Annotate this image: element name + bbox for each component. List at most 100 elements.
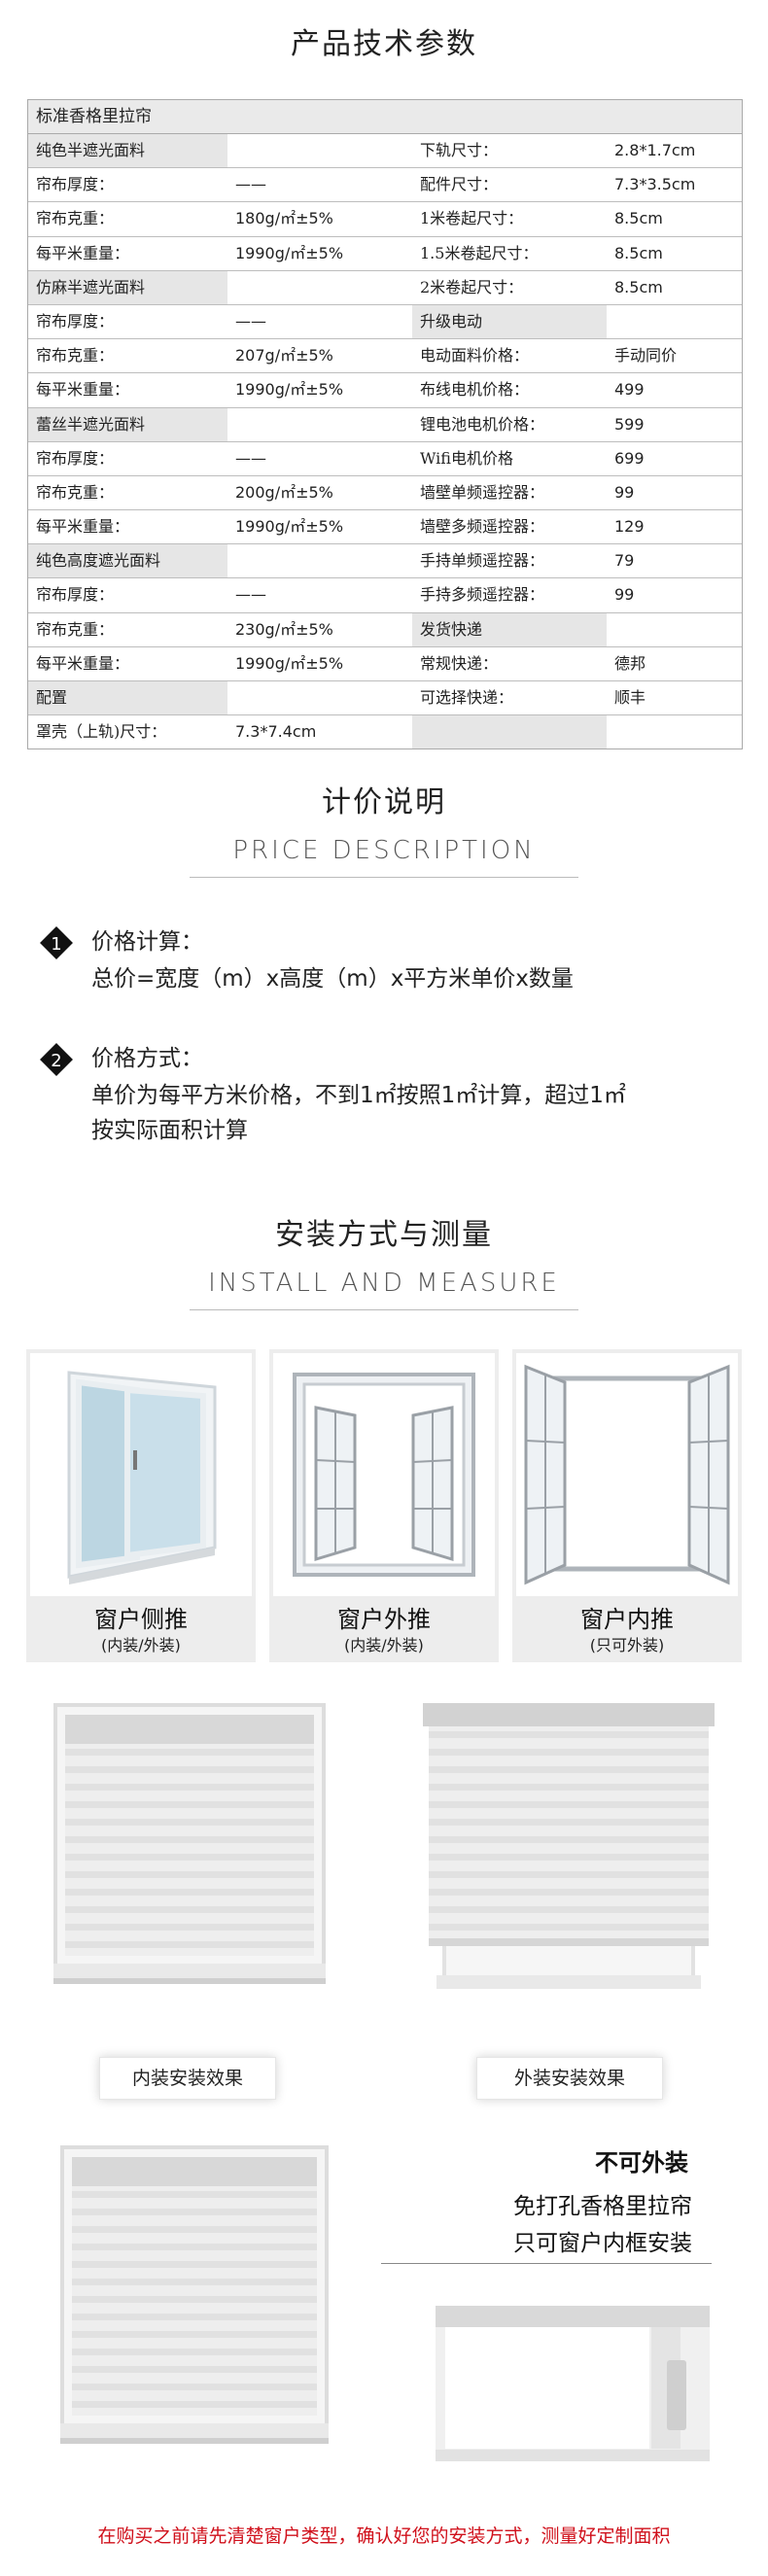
window-card-sub: (内装/外装) xyxy=(101,1636,181,1654)
spec-cell: 可选择快递： xyxy=(420,688,514,707)
number-2-icon: 2 xyxy=(40,1043,73,1076)
window-card-label: 窗户内推 xyxy=(580,1606,674,1633)
spec-cell: 德邦 xyxy=(614,653,646,673)
outward-casement-icon xyxy=(293,1373,475,1577)
spec-cell: 发货快递 xyxy=(412,612,607,646)
spec-cell: —— xyxy=(235,311,266,331)
spec-cell: 2米卷起尺寸： xyxy=(420,277,524,296)
sliding-window-icon xyxy=(67,1371,217,1584)
spec-cell: 帘布厚度： xyxy=(36,448,115,468)
spec-cell: 纯色高度遮光面料 xyxy=(28,544,227,578)
spec-cell: 帘布厚度： xyxy=(36,585,115,605)
outside-mount-photo xyxy=(423,1703,715,1989)
inward-casement-icon xyxy=(524,1364,730,1585)
spec-cell: 1.5米卷起尺寸： xyxy=(420,243,539,262)
inside-mount-photo xyxy=(53,1703,326,1984)
spec-row: 帘布厚度： —— 配件尺寸： 7.3*3.5cm xyxy=(28,168,742,203)
outside-mount-label: 外装安装效果 xyxy=(476,2057,663,2100)
number-1-icon: 1 xyxy=(40,926,73,959)
spec-cell: 599 xyxy=(614,414,645,434)
spec-row: 每平米重量： 1990g/㎡±5% 墙壁多频遥控器： 129 xyxy=(28,510,742,545)
spec-cell: 7.3*7.4cm xyxy=(235,722,317,742)
svg-text:2: 2 xyxy=(51,1051,61,1071)
note-divider xyxy=(381,2263,712,2264)
price-title: 计价说明 xyxy=(322,785,446,819)
price-subtitle: PRICE DESCRIPTION xyxy=(232,836,536,865)
spec-cell xyxy=(227,134,412,167)
spec-row: 每平米重量：1990g/㎡±5%常规快递：德邦 xyxy=(28,647,742,681)
spec-cell: 每平米重量： xyxy=(36,380,130,400)
spec-cell: 墙壁多频遥控器： xyxy=(420,517,545,537)
spec-cell: 手动同价 xyxy=(614,346,678,366)
spec-cell: 1990g/㎡±5% xyxy=(235,380,344,400)
spec-row: 帘布克重：207g/㎡±5%电动面料价格：手动同价 xyxy=(28,339,742,374)
spec-cell: 布线电机价格： xyxy=(420,380,530,400)
price-divider xyxy=(190,877,578,878)
price-method-line-1: 单价为每平方米价格，不到1㎡按照1㎡计算，超过1㎡ xyxy=(91,1083,626,1108)
spec-row: 纯色半遮光面料下轨尺寸：2.8*1.7cm xyxy=(28,134,742,169)
window-card-inward: 窗户内推 (只可外装) xyxy=(512,1349,742,1662)
spec-cell: 8.5cm xyxy=(614,243,663,262)
spec-row: 每平米重量：1990g/㎡±5%1.5米卷起尺寸：8.5cm xyxy=(28,237,742,271)
spec-cell xyxy=(412,715,607,749)
price-method-line-2: 按实际面积计算 xyxy=(91,1118,248,1143)
window-card-label: 窗户外推 xyxy=(337,1606,431,1633)
spec-cell: 129 xyxy=(614,517,645,537)
spec-cell xyxy=(607,715,742,748)
spec-cell: 手持单频遥控器： xyxy=(420,551,545,571)
spec-row: 蕾丝半遮光面料锂电池电机价格：599 xyxy=(28,407,742,442)
window-card-outward: 窗户外推 (内装/外装) xyxy=(269,1349,499,1662)
spec-cell: 180g/㎡±5% xyxy=(235,209,333,228)
spec-cell: 帘布克重： xyxy=(36,619,115,639)
spec-cell: 1990g/㎡±5% xyxy=(235,653,344,673)
spec-cell: 79 xyxy=(614,551,635,571)
spec-cell: 1米卷起尺寸： xyxy=(420,209,524,228)
frame-detail-photo xyxy=(436,2306,710,2461)
spec-row: 罩壳（上轨)尺寸：7.3*7.4cm xyxy=(28,715,742,749)
spec-cell: 配件尺寸： xyxy=(420,175,499,194)
spec-cell: 7.3*3.5cm xyxy=(614,175,696,194)
install-subtitle: INSTALL AND MEASURE xyxy=(208,1269,560,1298)
spec-cell: 每平米重量： xyxy=(36,653,130,673)
spec-cell: 99 xyxy=(614,482,635,502)
spec-title: 产品技术参数 xyxy=(291,27,477,61)
spec-cell: 每平米重量： xyxy=(36,243,130,262)
install-divider xyxy=(190,1309,578,1310)
spec-cell: 699 xyxy=(614,448,645,468)
spec-row: 仿麻半遮光面料 2米卷起尺寸： 8.5cm xyxy=(28,270,742,305)
spec-cell: Wifi电机价格 xyxy=(420,448,513,468)
spec-cell: —— xyxy=(235,175,266,194)
no-outside-mount-photo xyxy=(60,2145,329,2444)
spec-cell: 1990g/㎡±5% xyxy=(235,517,344,537)
spec-row: 帘布厚度：——手持多频遥控器：99 xyxy=(28,578,742,613)
spec-row: 每平米重量： 1990g/㎡±5% 布线电机价格： 499 xyxy=(28,373,742,408)
window-card-label: 窗户侧推 xyxy=(94,1606,188,1633)
spec-cell: 手持多频遥控器： xyxy=(420,585,545,605)
spec-cell xyxy=(227,544,412,577)
window-card-sub: (内装/外装) xyxy=(344,1636,424,1654)
spec-cell: 8.5cm xyxy=(614,277,663,296)
spec-cell: 蕾丝半遮光面料 xyxy=(28,407,227,441)
price-method-heading: 价格方式： xyxy=(91,1046,203,1071)
spec-cell: 帘布厚度： xyxy=(36,175,115,194)
spec-cell: 每平米重量： xyxy=(36,517,130,537)
spec-cell: 仿麻半遮光面料 xyxy=(28,270,227,304)
spec-row: 帘布厚度： —— Wifi电机价格 699 xyxy=(28,442,742,476)
spec-cell: 499 xyxy=(614,380,645,400)
install-title: 安装方式与测量 xyxy=(275,1218,493,1252)
purchase-warning: 在购买之前请先清楚窗户类型，确认好您的安装方式，测量好定制面积 xyxy=(97,2525,671,2547)
spec-cell: 2.8*1.7cm xyxy=(614,141,696,159)
spec-row: 纯色高度遮光面料 手持单频遥控器： 79 xyxy=(28,544,742,579)
spec-cell: 下轨尺寸： xyxy=(420,141,499,159)
spec-row: 帘布厚度：——升级电动 xyxy=(28,304,742,340)
spec-cell: 帘布厚度： xyxy=(36,311,115,331)
spec-cell xyxy=(227,681,412,714)
spec-table-title: 标准香格里拉帘 xyxy=(28,100,742,134)
no-outside-mount-title: 不可外装 xyxy=(595,2149,688,2176)
spec-cell: —— xyxy=(235,448,266,468)
note-line-2: 只可窗户内框安装 xyxy=(513,2231,692,2256)
inside-mount-label: 内装安装效果 xyxy=(99,2057,276,2100)
spec-cell: 配置 xyxy=(28,681,227,715)
